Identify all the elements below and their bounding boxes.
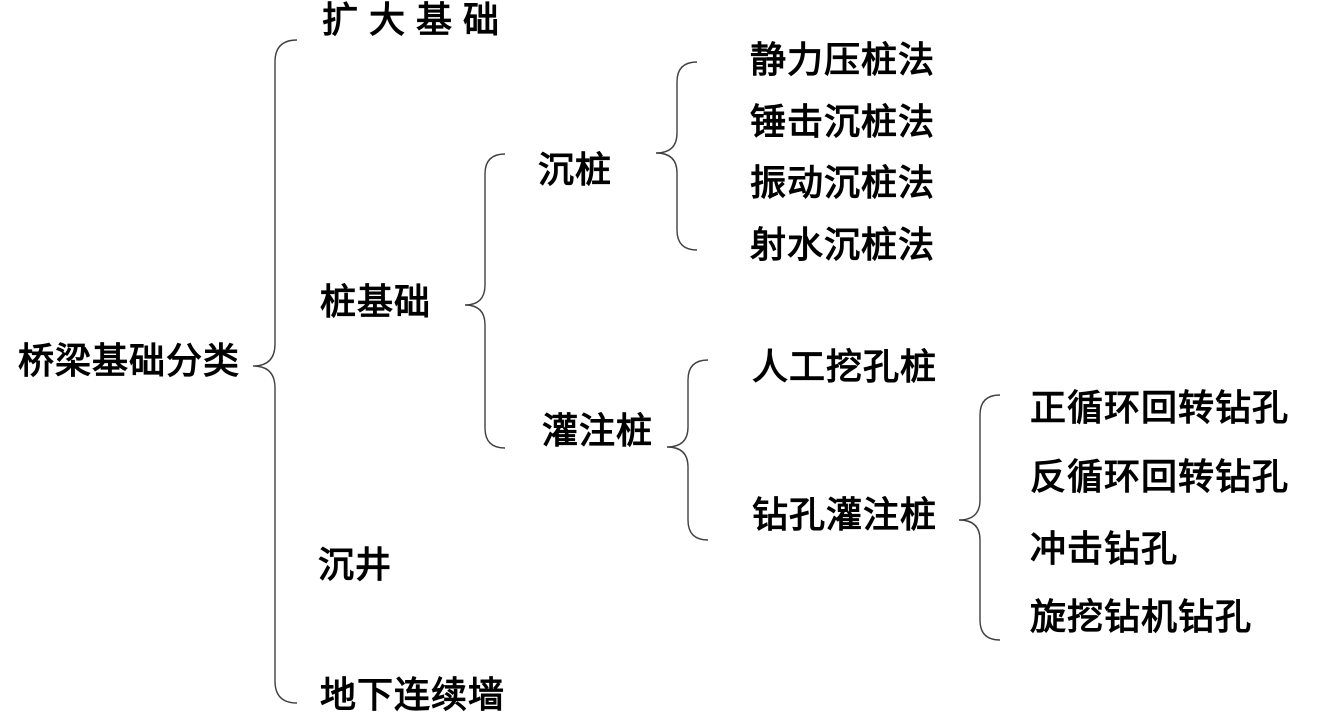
node-bored-cast-pile: 钻孔灌注桩 [752,494,938,536]
node-manual-dug-pile: 人工挖孔桩 [752,346,938,388]
brace-bored-pile [958,394,1001,641]
node-water-jet-driving-method: 射水沉桩法 [750,224,936,266]
node-reverse-circulation-rotary-drilling: 反循环回转钻孔 [1030,456,1290,498]
node-diaphragm-wall: 地下连续墙 [320,674,506,716]
node-static-pressing-method: 静力压桩法 [750,39,936,81]
node-open-caisson: 沉井 [318,544,393,586]
brace-root [252,39,298,704]
brace-pile-foundation [464,153,506,449]
node-driven-pile: 沉桩 [538,149,613,191]
node-positive-circulation-rotary-drilling: 正循环回转钻孔 [1030,387,1290,429]
node-vibration-driving-method: 振动沉桩法 [750,162,936,204]
node-cast-in-place-pile: 灌注桩 [542,410,654,452]
node-percussion-drilling: 冲击钻孔 [1030,528,1179,570]
node-rotary-rig-drilling: 旋挖钻机钻孔 [1030,596,1253,638]
node-spread-foundation: 扩大基础 [322,0,511,41]
brace-cast-in-place-pile [666,359,709,541]
node-hammer-driving-method: 锤击沉桩法 [750,101,936,143]
brace-driven-pile [655,61,698,251]
node-pile-foundation: 桩基础 [320,281,432,323]
node-root-bridge-foundation-classification: 桥梁基础分类 [18,340,241,382]
